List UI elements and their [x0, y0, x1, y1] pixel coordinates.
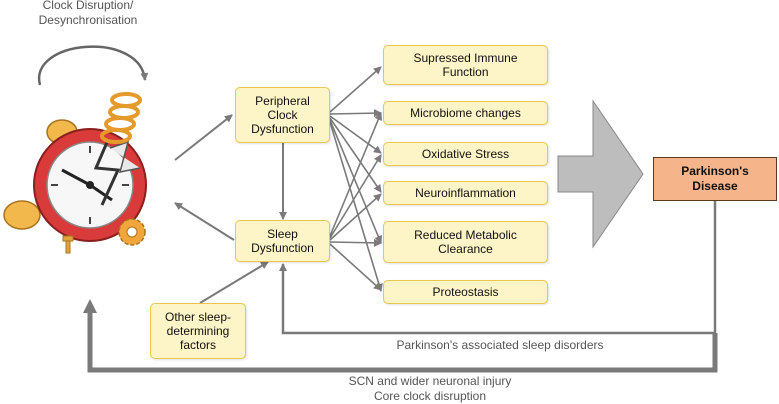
outcome-microbiome: Microbiome changes [383, 101, 548, 125]
arrow-pd-to-clock [83, 299, 718, 373]
arrow-sleep-to-clock [174, 202, 235, 241]
scn-injury-label: SCN and wider neuronal injury Core clock… [348, 374, 512, 403]
outcome-metabolic-clearance: Reduced Metabolic Clearance [383, 221, 548, 263]
outcome-neuroinflammation: Neuroinflammation [383, 181, 548, 205]
pd-sleep-disorders-label: Parkinson's associated sleep disorders [396, 338, 604, 352]
fan-sleep [329, 112, 383, 291]
parkinsons-disease-box: Parkinson's Disease [653, 157, 777, 201]
outcome-immune: Supressed Immune Function [383, 45, 548, 85]
screw-icon [62, 235, 74, 254]
spring-icon [100, 92, 142, 144]
big-arrow [557, 99, 644, 249]
outcome-oxidative-stress: Oxidative Stress [383, 142, 548, 166]
sleep-dysfunction-box: Sleep Dysfunction [235, 220, 330, 262]
gear-icon [118, 218, 146, 246]
arrow-clock-to-peripheral [174, 114, 233, 161]
fan-peripheral [329, 66, 383, 292]
peripheral-clock-box: Peripheral Clock Dysfunction [235, 87, 330, 143]
outcome-proteostasis: Proteostasis [383, 280, 548, 304]
other-factors-box: Other sleep- determining factors [150, 303, 246, 359]
arrow-other-to-sleep [199, 261, 269, 304]
arrow-pd-to-sleep [279, 201, 717, 335]
alarm-clock-icon [3, 119, 147, 242]
clock-disruption-label: Clock Disruption/ Desynchronisation [38, 0, 138, 27]
cycle-arrow [37, 45, 149, 86]
